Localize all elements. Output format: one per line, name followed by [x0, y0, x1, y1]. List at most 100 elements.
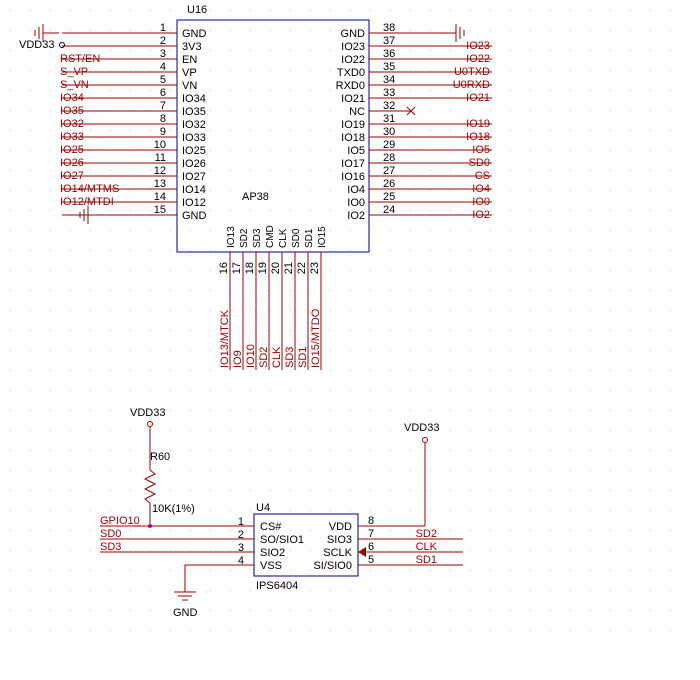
grid-dot — [530, 290, 531, 291]
u16-pin-number: 34 — [383, 74, 395, 86]
grid-dot — [30, 310, 31, 311]
net-label-sd1: SD1 — [297, 347, 309, 368]
grid-dot — [570, 470, 571, 471]
grid-dot — [370, 170, 371, 171]
grid-dot — [650, 330, 651, 331]
grid-dot — [330, 50, 331, 51]
grid-dot — [570, 510, 571, 511]
grid-dot — [410, 630, 411, 631]
grid-dot — [210, 30, 211, 31]
grid-dot — [390, 170, 391, 171]
grid-dot — [670, 110, 671, 111]
u16-pin-number: 26 — [383, 178, 395, 190]
grid-dot — [430, 70, 431, 71]
grid-dot — [390, 430, 391, 431]
grid-dot — [350, 330, 351, 331]
grid-dot — [450, 70, 451, 71]
grid-dot — [10, 10, 11, 11]
grid-dot — [70, 610, 71, 611]
grid-dot — [330, 150, 331, 151]
grid-dot — [530, 430, 531, 431]
grid-dot — [270, 510, 271, 511]
grid-dot — [450, 550, 451, 551]
grid-dot — [610, 630, 611, 631]
grid-dot — [390, 390, 391, 391]
grid-dot — [590, 30, 591, 31]
grid-dot — [470, 170, 471, 171]
grid-dot — [10, 470, 11, 471]
grid-dot — [230, 530, 231, 531]
grid-dot — [590, 50, 591, 51]
grid-dot — [450, 610, 451, 611]
grid-dot — [530, 250, 531, 251]
grid-dot — [30, 370, 31, 371]
grid-dot — [590, 450, 591, 451]
grid-dot — [470, 590, 471, 591]
grid-dot — [410, 130, 411, 131]
u16-pin-number: 18 — [244, 262, 256, 274]
grid-dot — [510, 290, 511, 291]
grid-dot — [370, 330, 371, 331]
grid-dot — [310, 310, 311, 311]
grid-dot — [410, 50, 411, 51]
grid-dot — [630, 530, 631, 531]
grid-dot — [90, 90, 91, 91]
grid-dot — [270, 550, 271, 551]
grid-dot — [10, 90, 11, 91]
grid-dot — [250, 270, 251, 271]
grid-dot — [490, 370, 491, 371]
u16-pin-name-io26: IO26 — [182, 158, 206, 170]
grid-dot — [330, 630, 331, 631]
grid-dot — [490, 170, 491, 171]
grid-dot — [470, 530, 471, 531]
grid-dot — [230, 30, 231, 31]
grid-dot — [290, 70, 291, 71]
grid-dot — [470, 210, 471, 211]
grid-dot — [50, 330, 51, 331]
grid-dot — [610, 610, 611, 611]
grid-dot — [10, 450, 11, 451]
grid-dot — [310, 290, 311, 291]
grid-dot — [490, 410, 491, 411]
grid-dot — [270, 310, 271, 311]
grid-dot — [330, 90, 331, 91]
grid-dot — [70, 90, 71, 91]
grid-dot — [130, 290, 131, 291]
grid-dot — [150, 190, 151, 191]
grid-dot — [230, 490, 231, 491]
grid-dot — [130, 450, 131, 451]
grid-dot — [350, 90, 351, 91]
grid-dot — [170, 190, 171, 191]
grid-dot — [590, 10, 591, 11]
grid-dots — [10, 10, 671, 631]
grid-dot — [390, 450, 391, 451]
grid-dot — [110, 630, 111, 631]
grid-dot — [30, 390, 31, 391]
grid-dot — [350, 610, 351, 611]
r60-resistor[interactable]: VDD33 R60 10K(1%) — [130, 407, 195, 528]
grid-dot — [530, 530, 531, 531]
grid-dot — [450, 370, 451, 371]
grid-dot — [30, 290, 31, 291]
grid-dot — [50, 250, 51, 251]
grid-dot — [410, 210, 411, 211]
grid-dot — [670, 330, 671, 331]
grid-dot — [250, 150, 251, 151]
grid-dot — [610, 10, 611, 11]
grid-dot — [10, 150, 11, 151]
grid-dot — [630, 390, 631, 391]
grid-dot — [190, 10, 191, 11]
grid-dot — [410, 230, 411, 231]
grid-dot — [70, 270, 71, 271]
grid-dot — [350, 30, 351, 31]
grid-dot — [410, 430, 411, 431]
grid-dot — [330, 230, 331, 231]
grid-dot — [650, 130, 651, 131]
grid-dot — [50, 310, 51, 311]
grid-dot — [290, 190, 291, 191]
grid-dot — [190, 590, 191, 591]
grid-dot — [290, 170, 291, 171]
u16-pin-number: 11 — [155, 152, 166, 164]
